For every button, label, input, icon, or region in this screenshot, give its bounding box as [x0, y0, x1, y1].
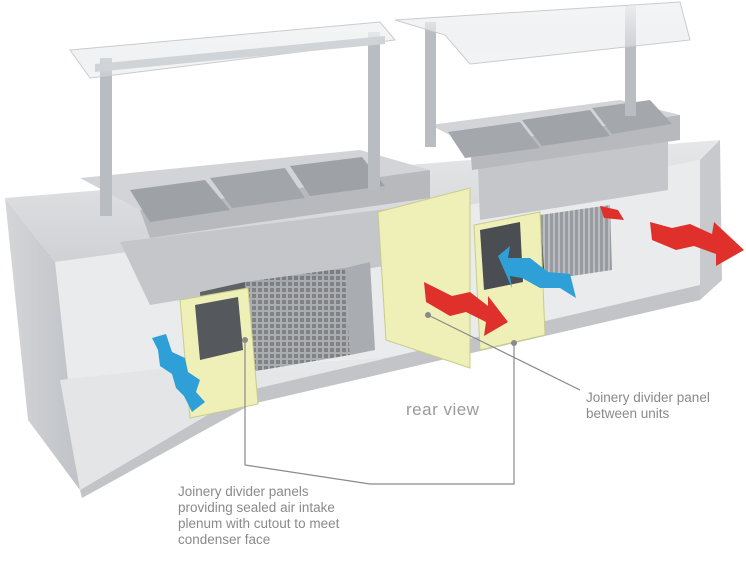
left-top-shelf: [95, 36, 385, 72]
leader-plenum-dot-left: [242, 337, 248, 343]
hot-air-arrow-center: [424, 282, 508, 336]
leader-plenum: [244, 340, 515, 485]
right-post-b: [625, 6, 636, 116]
plenum-panel-left-cutout: [195, 297, 243, 360]
cool-air-arrow-left: [152, 334, 205, 412]
label-line: Joinery divider panel: [586, 390, 710, 405]
leader-between-units: [427, 314, 581, 391]
cabinet-plinth: [80, 285, 700, 498]
label-line: condenser face: [178, 532, 271, 547]
left-pan-2: [210, 168, 305, 208]
leader-lines: [242, 312, 581, 485]
label-divider-plenum: Joinery divider panels providing sealed …: [178, 484, 408, 548]
left-post-b: [368, 32, 380, 190]
right-servery-unit: [394, 1, 691, 220]
hot-air-arrow-rear: [600, 206, 624, 220]
hot-air-arrow-right: [650, 222, 744, 266]
leader-between-dot: [425, 312, 431, 318]
leader-plenum-dot-right: [511, 340, 517, 346]
right-pan-1: [448, 122, 540, 158]
label-divider-between-units: Joinery divider panel between units: [586, 390, 746, 422]
left-pan-1: [130, 180, 230, 222]
cabinet-left-end: [5, 198, 80, 490]
label-rear-view: rear view: [406, 400, 480, 419]
cool-air-arrow-right: [498, 246, 576, 298]
left-pan-3: [290, 157, 385, 196]
left-well-body: [120, 205, 420, 305]
label-line: Joinery divider panels: [178, 484, 309, 499]
cabinet-right-end: [700, 140, 722, 300]
label-line: plenum with cutout to meet: [178, 516, 340, 531]
divider-panel-between-units: [377, 187, 471, 369]
label-line: between units: [586, 406, 670, 421]
right-pan-3: [592, 100, 672, 134]
left-post-a: [100, 58, 112, 216]
right-sneeze-glass: [394, 1, 691, 65]
right-well-body: [478, 140, 668, 220]
right-pan-2: [522, 110, 610, 146]
right-post-a: [425, 22, 436, 147]
left-servery-unit: [69, 21, 430, 305]
airflow-arrows: [152, 206, 744, 412]
label-line: providing sealed air intake: [178, 500, 335, 515]
